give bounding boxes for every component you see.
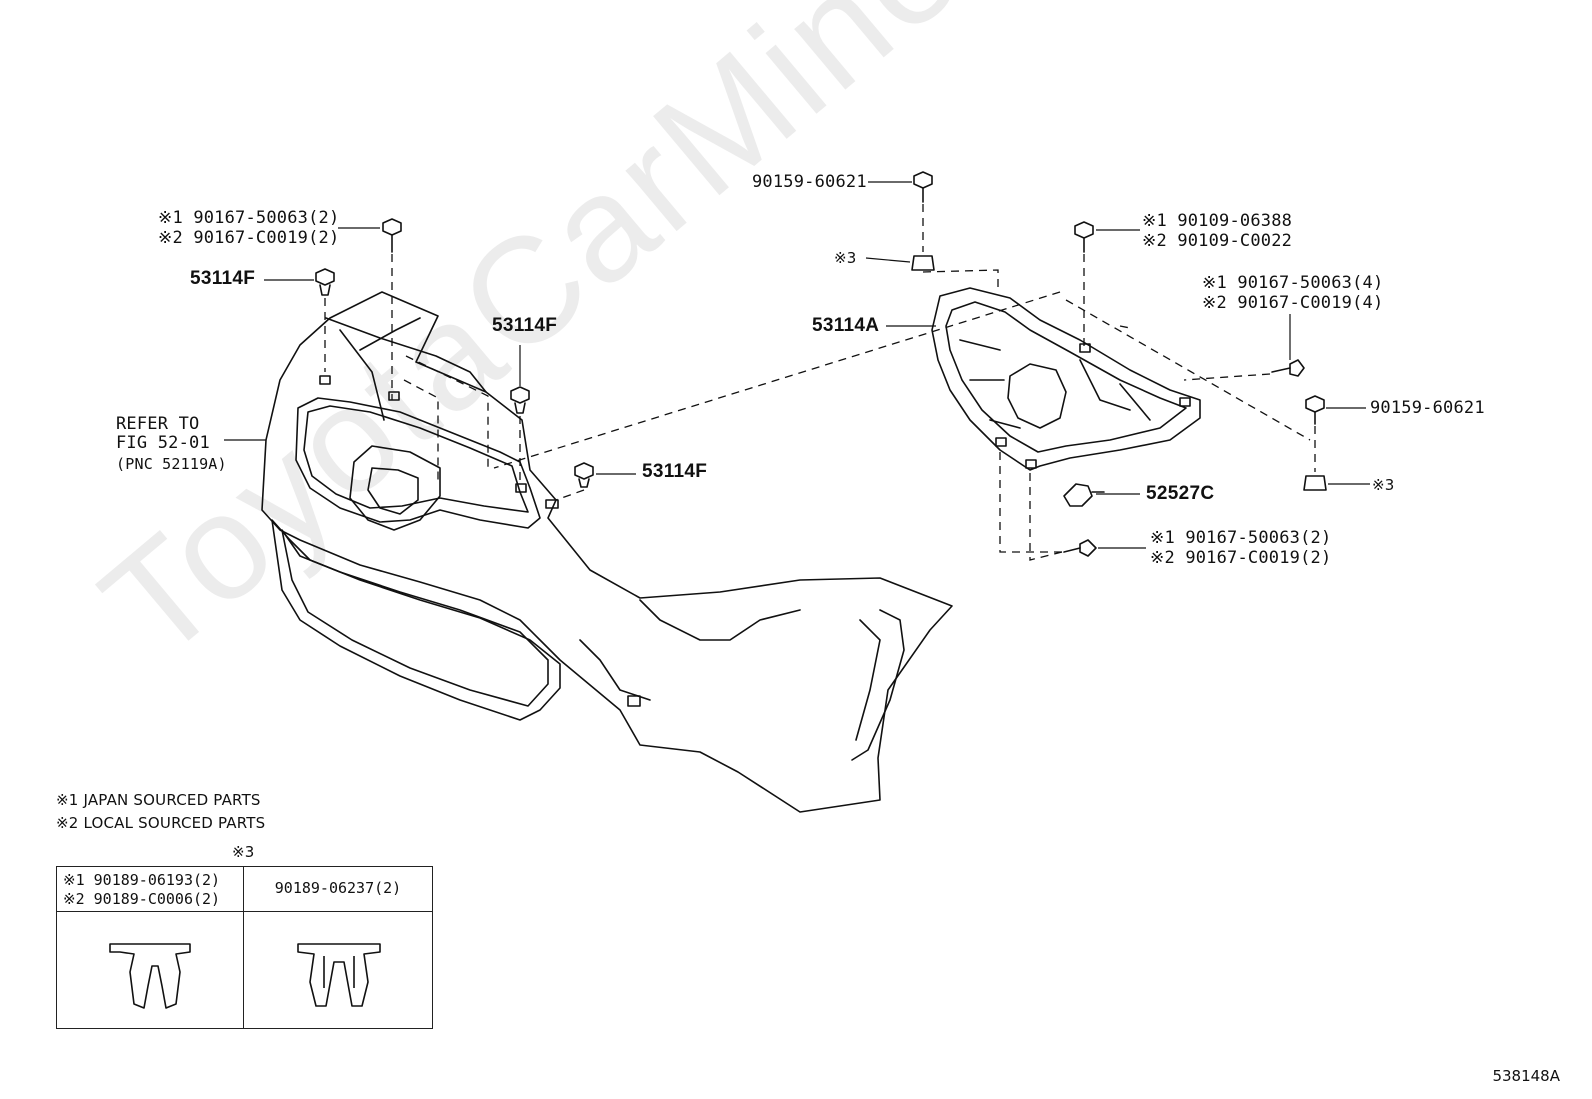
bolt-icon-right-b — [1271, 359, 1305, 377]
refer-line1: REFER TO — [116, 414, 200, 434]
clip-table-col2: 90189-06237(2) — [274, 879, 402, 897]
callout-right-bolt-b-line1: ※1 90167-50063(4) — [1202, 273, 1384, 293]
callout-right-bolt-a-line2: ※2 90109-C0022 — [1142, 231, 1293, 251]
callout-right-bolt-c: 90159-60621 — [1370, 398, 1485, 418]
callout-bottom-bolt-line1: ※1 90167-50063(2) — [1150, 528, 1332, 548]
callout-right-mark3: ※3 — [1372, 476, 1395, 494]
clip-table-image-2 — [243, 911, 433, 1029]
clip-icon-53114F-b — [510, 386, 530, 414]
pnc-53114F-b: 53114F — [492, 315, 558, 336]
refer-line3: (PNC 52119A) — [116, 455, 227, 473]
note-japan-sourced: ※1 JAPAN SOURCED PARTS — [56, 791, 261, 809]
bumper-cover-outline — [261, 291, 953, 813]
bolt-icon-tl — [382, 218, 402, 253]
callout-right-bolt-b-line2: ※2 90167-C0019(4) — [1202, 293, 1384, 313]
refer-line2: FIG 52-01 — [116, 433, 210, 453]
pnc-53114F-c: 53114F — [642, 461, 708, 482]
bolt-icon-right-c — [1305, 395, 1325, 425]
callout-tl-bolt-line2: ※2 90167-C0019(2) — [158, 228, 340, 248]
nut-icon-top — [911, 255, 935, 271]
callout-top-bolt: 90159-60621 — [752, 172, 867, 192]
table-mark: ※3 — [232, 843, 255, 861]
callout-bottom-bolt-line2: ※2 90167-C0019(2) — [1150, 548, 1332, 568]
emblem-recess — [349, 445, 441, 531]
nut-icon-right — [1303, 475, 1327, 491]
pnc-53114A: 53114A — [812, 315, 880, 336]
bolt-icon-right-a — [1074, 221, 1094, 253]
callout-right-bolt-a-line1: ※1 90109-06388 — [1142, 211, 1293, 231]
clip-icon-53114F-a — [315, 268, 335, 296]
clip-table-col1-line2: ※2 90189-C0006(2) — [63, 890, 221, 908]
callout-tl-bolt-line1: ※1 90167-50063(2) — [158, 208, 340, 228]
clip-icon-53114F-c — [574, 462, 594, 488]
spacer-52527C — [1063, 483, 1093, 507]
bolt-icon-bottom — [1063, 539, 1097, 557]
clip-table: ※1 90189-06193(2) ※2 90189-C0006(2) 9018… — [56, 866, 433, 1029]
clip-table-header-2: 90189-06237(2) — [243, 866, 433, 912]
clip-table-col1-line1: ※1 90189-06193(2) — [63, 871, 221, 889]
figure-number: 538148A — [1492, 1067, 1560, 1085]
pnc-53114F-a: 53114F — [190, 268, 256, 289]
pnc-52527C: 52527C — [1146, 483, 1215, 504]
bolt-icon-top — [913, 171, 933, 203]
lower-intake — [271, 519, 561, 721]
clip-table-image-1 — [56, 911, 244, 1029]
note-local-sourced: ※2 LOCAL SOURCED PARTS — [56, 814, 266, 832]
clip-table-header-1: ※1 90189-06193(2) ※2 90189-C0006(2) — [56, 866, 244, 912]
grille-retainer — [931, 287, 1201, 471]
callout-top-mark3: ※3 — [834, 249, 857, 267]
grille-opening-rim — [295, 397, 541, 529]
